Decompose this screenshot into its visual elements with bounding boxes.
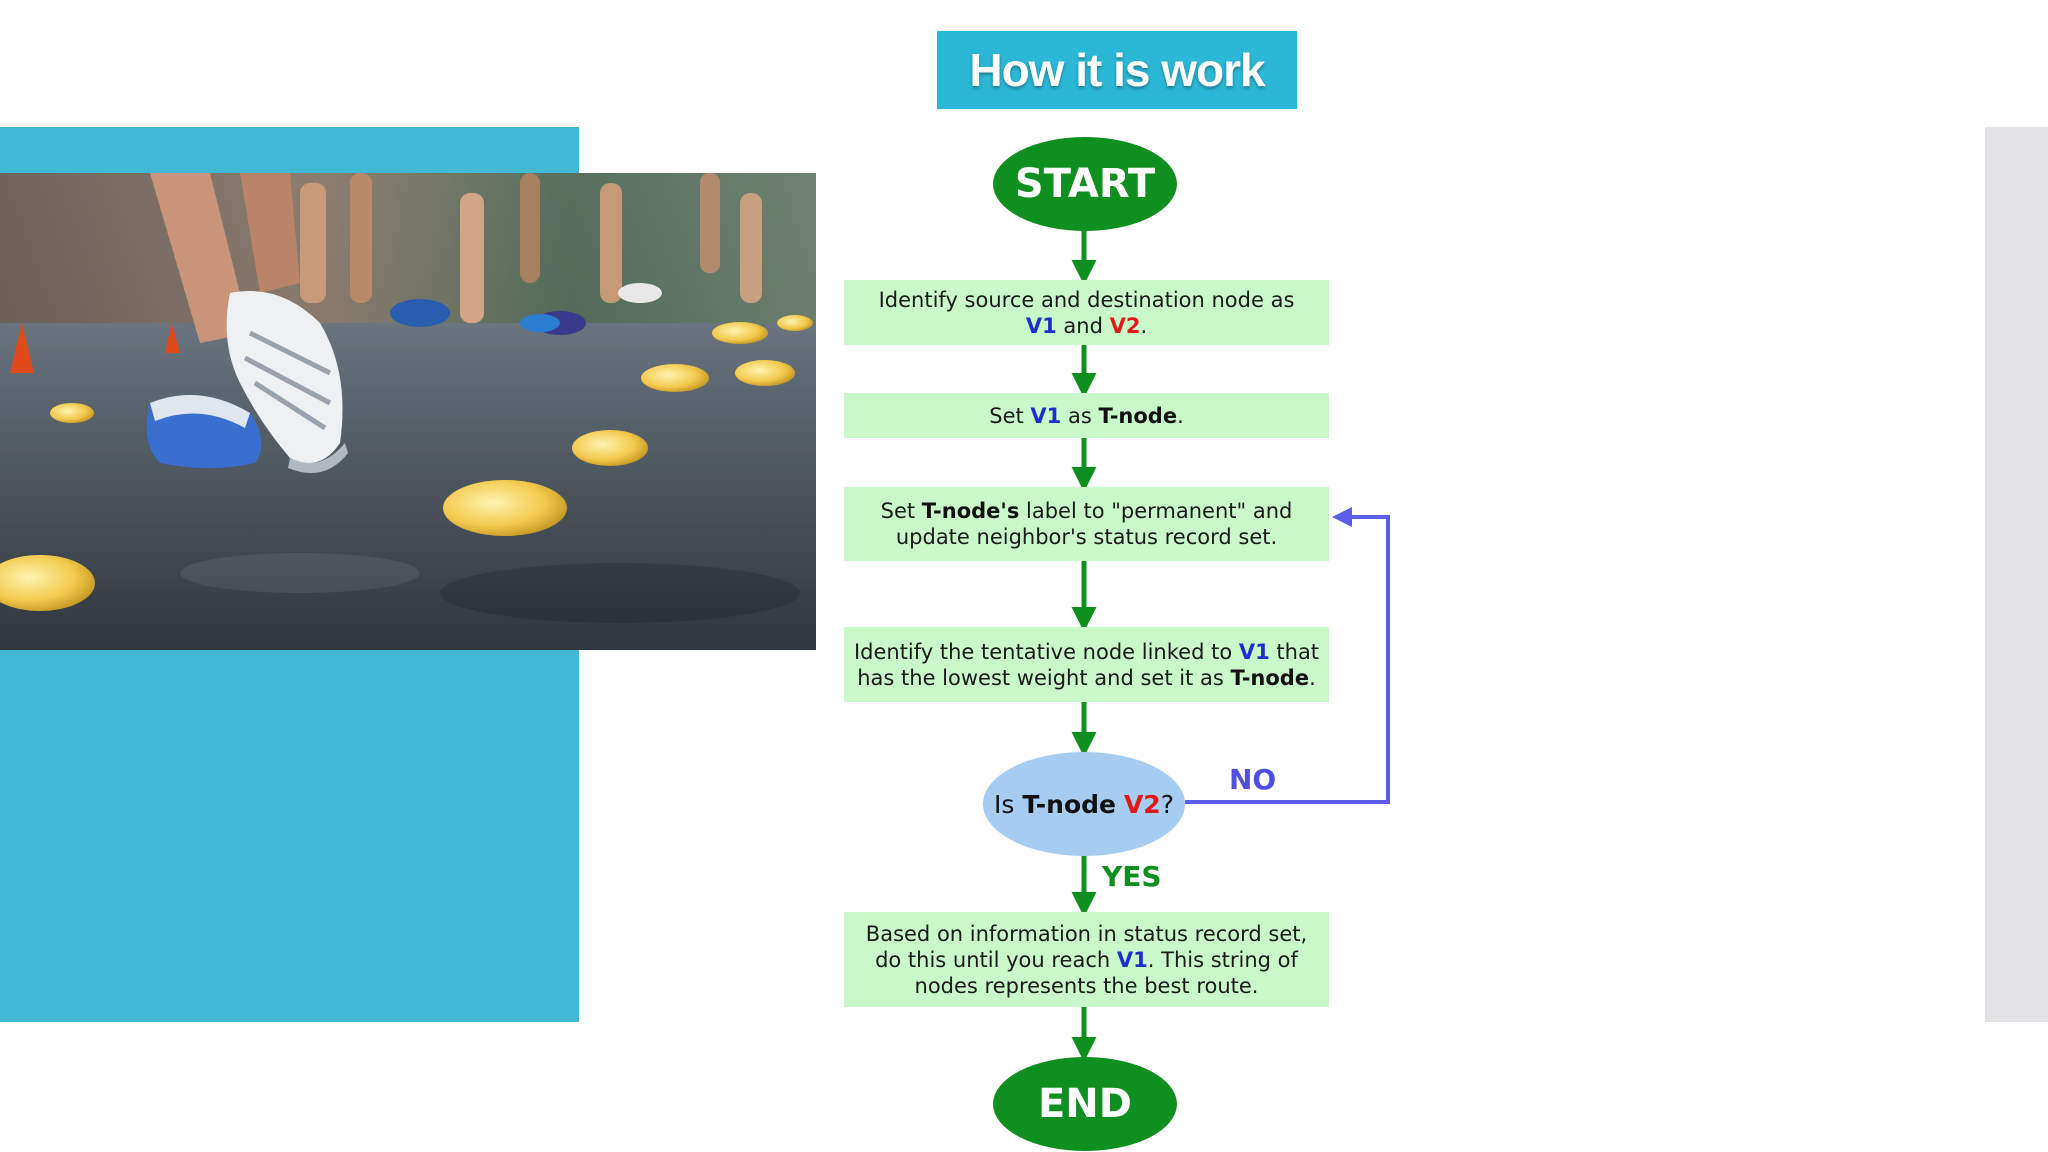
tnode-label: T-node <box>1022 789 1116 819</box>
step-set-permanent-label: Set T-node's label to "permanent" and up… <box>844 487 1329 561</box>
no-branch-label: NO <box>1229 763 1277 796</box>
step-identify-nodes: Identify source and destination node as … <box>844 280 1329 345</box>
v1-label: V1 <box>1116 947 1148 972</box>
v1-label: V1 <box>1030 403 1062 428</box>
title-banner: How it is work <box>937 31 1297 109</box>
step-set-v1-tnode: Set V1 as T-node. <box>844 393 1329 438</box>
step-trace-best-route: Based on information in status record se… <box>844 912 1329 1007</box>
step1-and-text: and <box>1056 313 1110 338</box>
step5-rest-text: . This string of nodes represents the be… <box>914 947 1298 998</box>
end-terminal: END <box>993 1057 1177 1151</box>
start-label: START <box>1014 161 1156 207</box>
step2-text: Set <box>989 403 1031 428</box>
step2-as-text: as <box>1061 403 1099 428</box>
step4-period: . <box>1309 665 1316 690</box>
page-title: How it is work <box>969 44 1265 96</box>
step3-text: Set <box>880 499 922 523</box>
step4-text: Identify the tentative node linked to <box>853 639 1239 664</box>
start-terminal: START <box>993 137 1177 231</box>
yes-branch-label: YES <box>1102 860 1162 893</box>
tnode-label: T-node <box>1230 665 1310 690</box>
decision-question-mark: ? <box>1160 789 1174 819</box>
marathon-runners-photo <box>0 173 816 650</box>
decision-space <box>1116 790 1124 819</box>
v2-label: V2 <box>1109 313 1141 338</box>
step1-text: Identify source and destination node as <box>878 287 1295 312</box>
step5-text: Based on information in status record se… <box>865 921 1308 972</box>
step2-period: . <box>1177 403 1184 428</box>
grey-side-panel <box>1985 127 2048 1022</box>
end-label: END <box>1037 1081 1132 1127</box>
tnode-label: T-node <box>1098 403 1178 428</box>
v2-label: V2 <box>1123 789 1161 819</box>
tnode-label: T-node's <box>921 499 1020 523</box>
step-identify-tentative-node: Identify the tentative node linked to V1… <box>844 627 1329 702</box>
arrow-no-loop-back <box>1185 507 1390 804</box>
v1-label: V1 <box>1238 639 1270 664</box>
step3-rest-text: label to "permanent" and update neighbor… <box>895 499 1293 549</box>
v1-label: V1 <box>1025 313 1057 338</box>
decision-is-tnode-v2: Is T-node V2? <box>983 752 1185 856</box>
decision-text: Is <box>994 789 1023 819</box>
step1-period: . <box>1140 313 1148 338</box>
step4-mid-text: that has the lowest weight and set it as <box>857 639 1320 690</box>
runners-illustration <box>0 173 816 650</box>
